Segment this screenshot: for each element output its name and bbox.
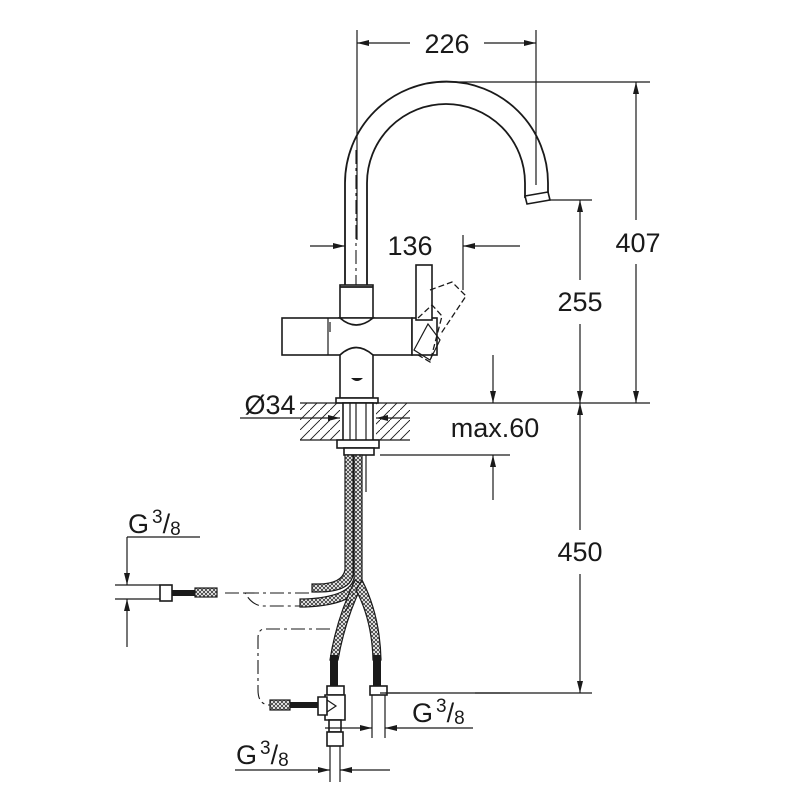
fitting-left <box>159 584 218 602</box>
dimension-136: 136 <box>310 231 520 290</box>
countertop <box>300 402 650 441</box>
dimension-226: 226 <box>356 29 537 240</box>
dimension-407: 407 <box>440 81 661 403</box>
dim-spout-reach: 226 <box>424 29 469 59</box>
hoses <box>225 454 382 706</box>
dim-lever-clearance: 136 <box>387 231 432 261</box>
faucet-body <box>281 264 467 404</box>
dimension-max60: max.60 <box>380 355 539 500</box>
dimension-450: 450 <box>380 403 603 694</box>
dim-hose-length: 450 <box>557 537 602 567</box>
dimension-255: 255 <box>548 199 603 403</box>
tee-valve <box>269 685 388 782</box>
shank <box>336 402 380 492</box>
dim-hole-diameter: Ø34 <box>244 390 295 420</box>
dim-total-height: 407 <box>615 228 660 258</box>
dim-spout-height: 255 <box>557 287 602 317</box>
spout <box>344 80 551 300</box>
dim-counter-thickness: max.60 <box>451 413 540 443</box>
dimension-diameter: Ø34 <box>240 390 410 421</box>
